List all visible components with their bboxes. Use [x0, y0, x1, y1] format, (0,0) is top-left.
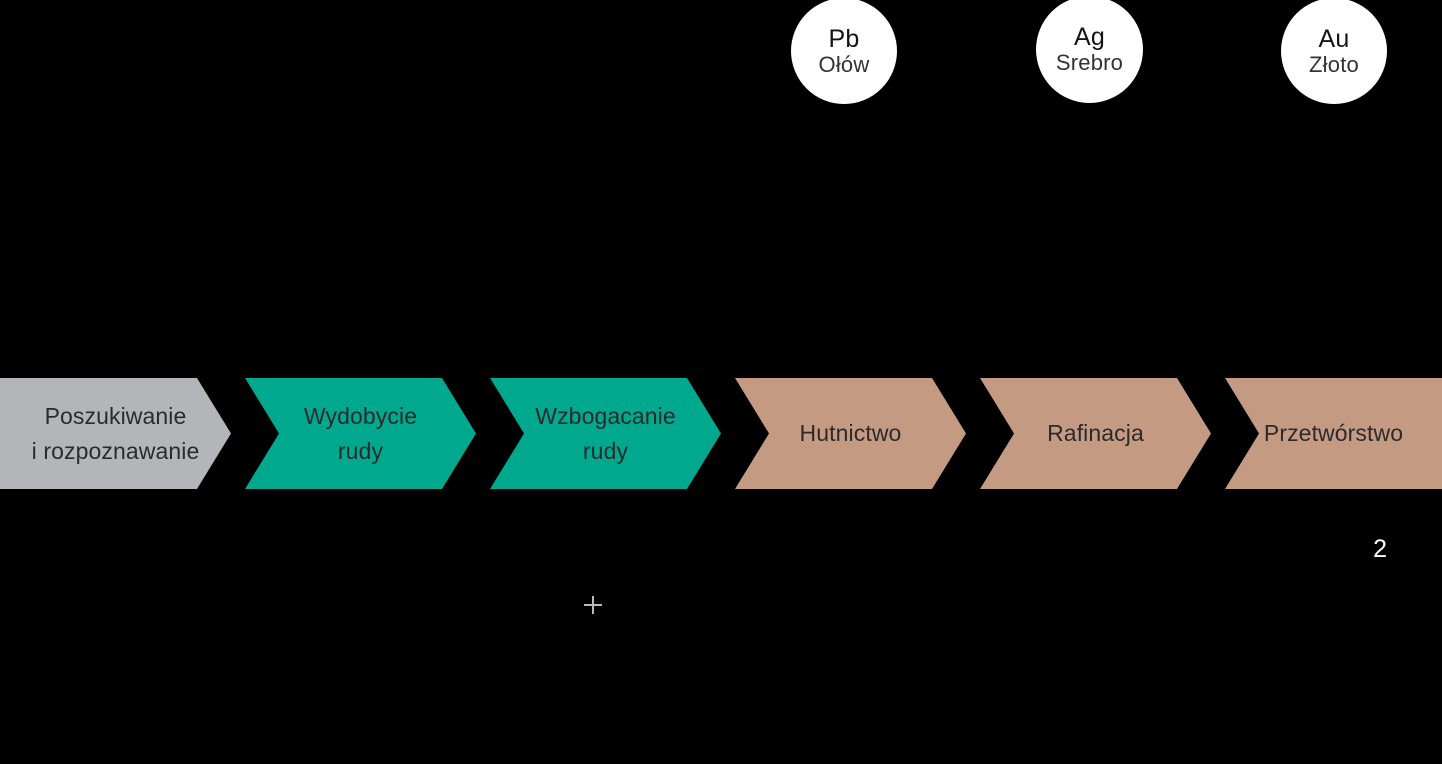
process-step-hutnictwo: Hutnictwo: [735, 378, 966, 489]
process-step-label: Wzbogacanie rudy: [535, 402, 676, 464]
process-chevron-bar: Poszukiwanie i rozpoznawanie Wydobycie r…: [0, 378, 1442, 489]
process-step-label: Wydobycie rudy: [303, 402, 418, 464]
process-step-label: Poszukiwanie i rozpoznawanie: [31, 402, 200, 464]
element-symbol-pb: Pb: [828, 24, 860, 53]
process-step-przetworstwo: Przetwórstwo: [1225, 378, 1442, 489]
element-symbol-ag: Ag: [1074, 23, 1105, 52]
process-step-wzbogacanie-rudy: Wzbogacanie rudy: [490, 378, 721, 489]
process-step-poszukiwanie: Poszukiwanie i rozpoznawanie: [0, 378, 231, 489]
element-symbol-au: Au: [1318, 24, 1350, 53]
element-circle-ag: Ag Srebro: [1036, 0, 1143, 103]
process-step-label: Przetwórstwo: [1263, 420, 1404, 447]
element-circle-pb: Pb Ołów: [791, 0, 897, 104]
crosshair-cursor-icon: [584, 596, 602, 614]
element-name-pb: Ołów: [818, 51, 870, 77]
process-step-label: Hutnictwo: [799, 420, 902, 447]
process-step-rafinacja: Rafinacja: [980, 378, 1211, 489]
element-circle-au: Au Złoto: [1281, 0, 1387, 104]
element-name-au: Złoto: [1309, 51, 1359, 77]
process-step-wydobycie-rudy: Wydobycie rudy: [245, 378, 476, 489]
element-name-ag: Srebro: [1055, 50, 1124, 76]
page-number: 2: [1373, 535, 1387, 563]
process-step-label: Rafinacja: [1047, 420, 1144, 447]
